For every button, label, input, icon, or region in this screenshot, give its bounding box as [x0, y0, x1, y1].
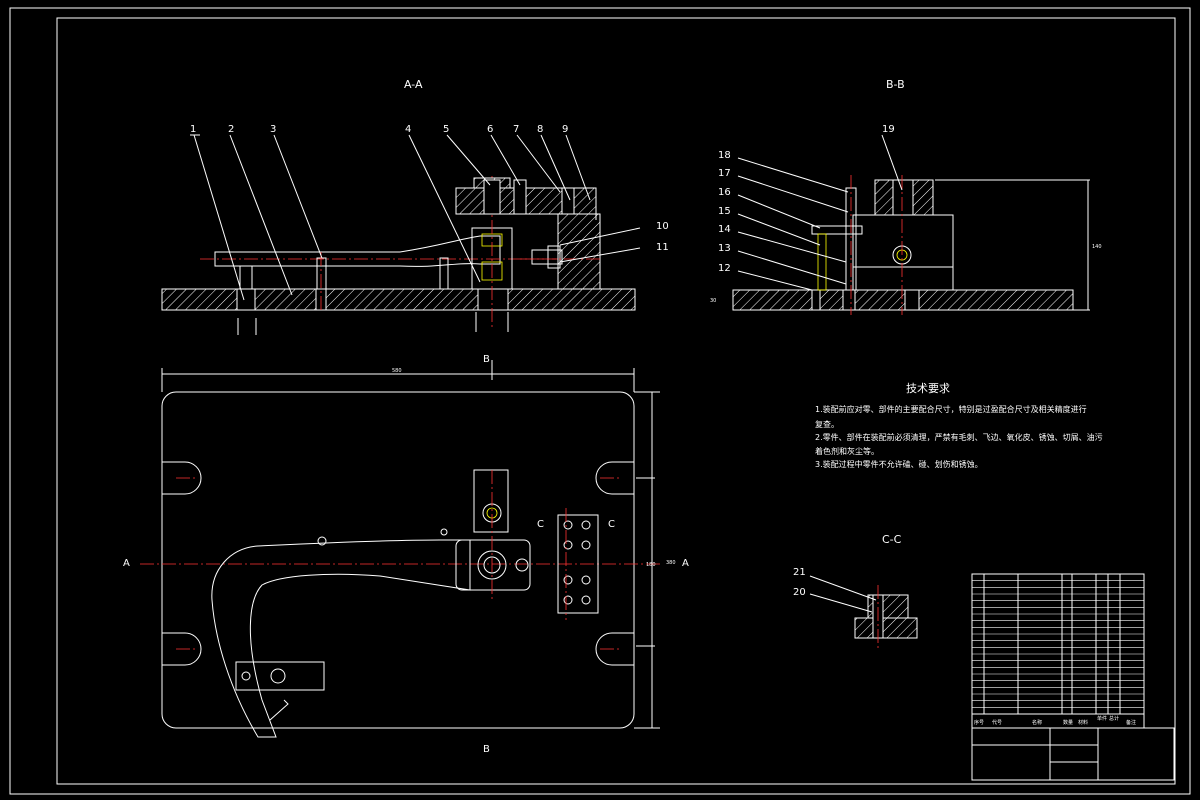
callout-11: 11: [656, 242, 669, 253]
dim-plan-inner: 180: [646, 562, 656, 568]
tb-header-material: 材料: [1078, 719, 1088, 726]
tb-header-qty: 数量: [1063, 719, 1073, 726]
tech-req-line-3: 2.零件、部件在装配前必须清理，严禁有毛刺、飞边、氧化皮、锈蚀、切屑、油污: [815, 432, 1103, 442]
cut-mark-c-right: C: [608, 519, 615, 530]
callout-7: 7: [513, 124, 519, 135]
tb-header-remark: 备注: [1126, 719, 1136, 726]
cut-mark-a-left: A: [123, 558, 130, 569]
callout-1: 1: [190, 124, 196, 135]
callout-17: 17: [718, 168, 731, 179]
tb-header-unit: 单件: [1097, 715, 1107, 722]
callout-14: 14: [718, 224, 731, 235]
callout-4: 4: [405, 124, 411, 135]
cut-mark-a-right: A: [682, 558, 689, 569]
callout-18: 18: [718, 150, 731, 161]
cut-mark-b-bottom: B: [483, 744, 490, 755]
cut-mark-b-top: B: [483, 354, 490, 365]
inner-frame: [56, 17, 1176, 785]
callout-21: 21: [793, 567, 806, 578]
dim-plan-height: 380: [666, 560, 676, 566]
callout-10: 10: [656, 221, 669, 232]
plan-view: [140, 360, 660, 738]
tb-header-index: 序号: [974, 719, 984, 726]
section-aa-view: A-A: [161, 78, 641, 335]
tb-header-code: 代号: [992, 719, 1002, 726]
callout-8: 8: [537, 124, 543, 135]
section-cc-view: [809, 575, 918, 648]
tb-header-name: 名称: [1032, 719, 1042, 726]
callout-6: 6: [487, 124, 493, 135]
section-cc-title: C-C: [882, 533, 902, 546]
dim-bb-height: 140: [1092, 244, 1102, 250]
callout-2: 2: [228, 124, 234, 135]
dim-bb-base: 30: [710, 298, 716, 304]
parts-list-table: [971, 573, 1175, 781]
callout-13: 13: [718, 243, 731, 254]
tech-req-line-5: 3.装配过程中零件不允许磕、碰、划伤和锈蚀。: [815, 459, 983, 469]
section-bb-title: B-B: [886, 78, 905, 91]
tech-req-line-2: 复查。: [815, 419, 839, 429]
callout-12: 12: [718, 263, 731, 274]
section-bb-view: B-B: [732, 78, 1090, 315]
callout-19: 19: [882, 124, 895, 135]
callout-9: 9: [562, 124, 568, 135]
tech-req-title: 技术要求: [906, 382, 950, 395]
tb-header-total: 总计: [1109, 715, 1119, 722]
callout-3: 3: [270, 124, 276, 135]
callout-15: 15: [718, 206, 731, 217]
section-aa-title: A-A: [404, 78, 423, 91]
tech-req-line-1: 1.装配前应对零、部件的主要配合尺寸，特别是过盈配合尺寸及相关精度进行: [815, 404, 1087, 414]
outer-frame: [9, 7, 1191, 795]
tech-req-line-4: 着色剂和灰尘等。: [815, 446, 879, 456]
callout-5: 5: [443, 124, 449, 135]
dim-plan-width: 580: [392, 368, 402, 374]
callout-16: 16: [718, 187, 731, 198]
callout-20: 20: [793, 587, 806, 598]
cut-mark-c-left: C: [537, 519, 544, 530]
